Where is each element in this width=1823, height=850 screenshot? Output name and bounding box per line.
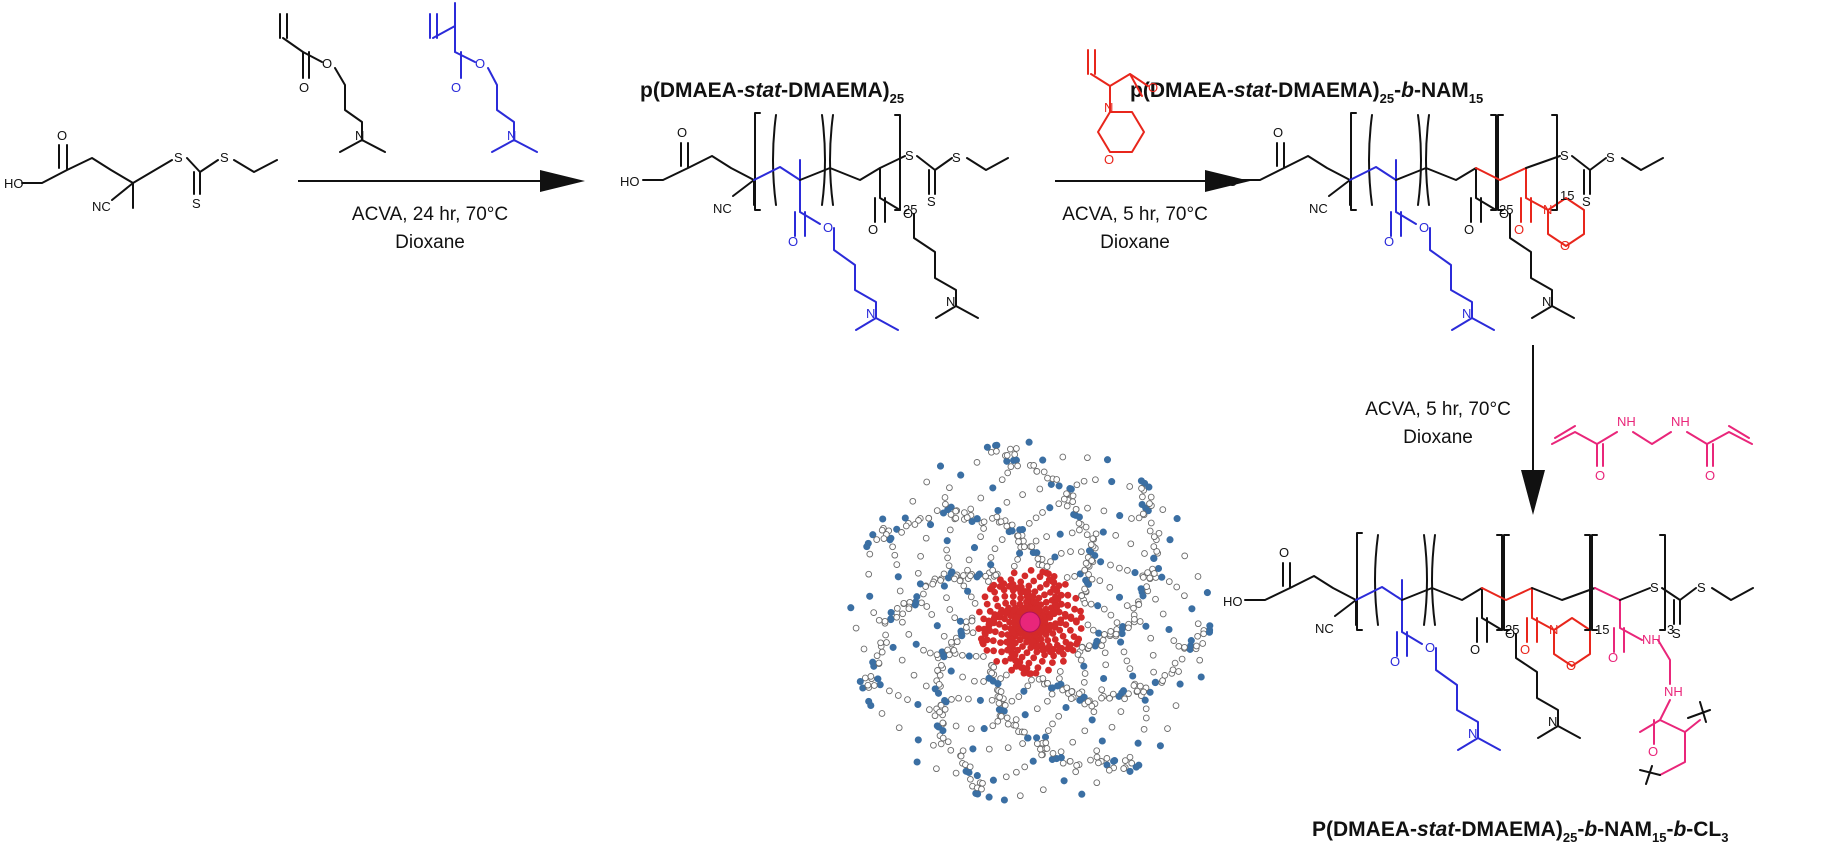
step-3-solvent: Dioxane (1403, 427, 1473, 448)
crosslinker-monomer: O NH NH O (1551, 414, 1753, 483)
arrow-step-1 (298, 170, 585, 192)
svg-text:S: S (1650, 580, 1659, 595)
svg-text:O: O (1390, 654, 1400, 669)
svg-text:O: O (1514, 222, 1524, 237)
svg-text:O: O (1148, 80, 1158, 95)
title-crosslinked: P(DMAEA-stat-DMAEMA)25-b-NAM15-b-CL3 (1312, 818, 1729, 845)
svg-text:S: S (192, 196, 201, 211)
svg-text:O: O (868, 222, 878, 237)
svg-text:O: O (1499, 206, 1509, 221)
svg-text:25: 25 (903, 202, 917, 217)
step-2-conditions: ACVA, 5 hr, 70°C (1062, 204, 1208, 225)
svg-text:S: S (927, 194, 936, 209)
polymer-1-structure: HO O NC O O N O O N 25 S S S (620, 112, 1009, 331)
svg-text:25: 25 (1499, 202, 1513, 217)
svg-text:O: O (1566, 658, 1576, 673)
svg-text:N: N (507, 128, 516, 143)
svg-text:O: O (475, 56, 485, 71)
svg-text:N: N (1548, 714, 1557, 729)
svg-text:S: S (1672, 626, 1681, 641)
svg-text:O: O (1273, 125, 1283, 140)
svg-text:O: O (322, 56, 332, 71)
svg-text:NH: NH (1617, 414, 1636, 429)
svg-text:HO: HO (1223, 594, 1243, 609)
arrow-step-3 (1521, 345, 1545, 515)
svg-text:NC: NC (1309, 201, 1328, 216)
svg-text:O: O (1608, 650, 1618, 665)
svg-text:NH: NH (1642, 632, 1661, 647)
dmaema-monomer: O O N (429, 2, 538, 153)
svg-text:15: 15 (1560, 188, 1574, 203)
cta-structure: HO O NC S S S (4, 128, 278, 214)
svg-text:S: S (1697, 580, 1706, 595)
svg-text:O: O (788, 234, 798, 249)
svg-text:3: 3 (1667, 622, 1674, 637)
svg-text:O: O (1470, 642, 1480, 657)
svg-text:O: O (1505, 626, 1515, 641)
svg-text:S: S (1560, 148, 1569, 163)
svg-text:O: O (1595, 468, 1605, 483)
svg-text:N: N (1462, 306, 1471, 321)
svg-text:O: O (1464, 222, 1474, 237)
svg-text:HO: HO (1218, 174, 1238, 189)
svg-text:O: O (1104, 152, 1114, 167)
svg-text:O: O (1279, 545, 1289, 560)
svg-text:NH: NH (1671, 414, 1690, 429)
svg-text:S: S (952, 150, 961, 165)
svg-text:O: O (1384, 234, 1394, 249)
svg-text:N: N (866, 306, 875, 321)
svg-text:O: O (823, 220, 833, 235)
polymer-2-structure: HO O NC O O N O O N O N O 25 15 S S S (1218, 112, 1664, 331)
svg-text:N: N (946, 294, 955, 309)
step-1-conditions: ACVA, 24 hr, 70°C (352, 204, 508, 225)
svg-text:O: O (1705, 468, 1715, 483)
svg-text:HO: HO (4, 176, 24, 191)
title-diblock: p(DMAEA-stat-DMAEMA)25-b-NAM15 (1130, 79, 1483, 106)
svg-text:O: O (903, 206, 913, 221)
svg-text:25: 25 (1505, 622, 1519, 637)
nam-monomer: O N O (1087, 49, 1158, 167)
svg-text:N: N (1104, 100, 1113, 115)
svg-text:O: O (1520, 642, 1530, 657)
micelle-illustration (847, 438, 1214, 804)
arrow-step-2 (1055, 170, 1250, 192)
svg-text:N: N (1549, 622, 1558, 637)
svg-text:NH: NH (1664, 684, 1683, 699)
svg-text:S: S (174, 150, 183, 165)
polymer-3-structure: HO O NC O O N O O N O N O O NH NH O 25 1… (1223, 532, 1754, 785)
svg-text:HO: HO (620, 174, 640, 189)
svg-text:S: S (1606, 150, 1615, 165)
dmaea-monomer: O O N (279, 13, 386, 153)
svg-text:S: S (220, 150, 229, 165)
svg-text:N: N (1468, 726, 1477, 741)
svg-text:NC: NC (1315, 621, 1334, 636)
svg-text:O: O (299, 80, 309, 95)
title-homopolymer: p(DMAEA-stat-DMAEMA)25 (640, 79, 904, 106)
svg-text:O: O (677, 125, 687, 140)
svg-text:O: O (1648, 744, 1658, 759)
svg-text:O: O (1419, 220, 1429, 235)
svg-text:NC: NC (92, 199, 111, 214)
step-2-solvent: Dioxane (1100, 232, 1170, 253)
svg-text:O: O (57, 128, 67, 143)
svg-text:N: N (1542, 294, 1551, 309)
svg-text:NC: NC (713, 201, 732, 216)
svg-text:O: O (1425, 640, 1435, 655)
svg-text:S: S (905, 148, 914, 163)
step-1-solvent: Dioxane (395, 232, 465, 253)
svg-text:15: 15 (1595, 622, 1609, 637)
svg-text:O: O (451, 80, 461, 95)
svg-text:N: N (1543, 202, 1552, 217)
svg-text:S: S (1582, 194, 1591, 209)
svg-text:O: O (1560, 238, 1570, 253)
step-3-conditions: ACVA, 5 hr, 70°C (1365, 399, 1511, 420)
svg-text:N: N (355, 128, 364, 143)
